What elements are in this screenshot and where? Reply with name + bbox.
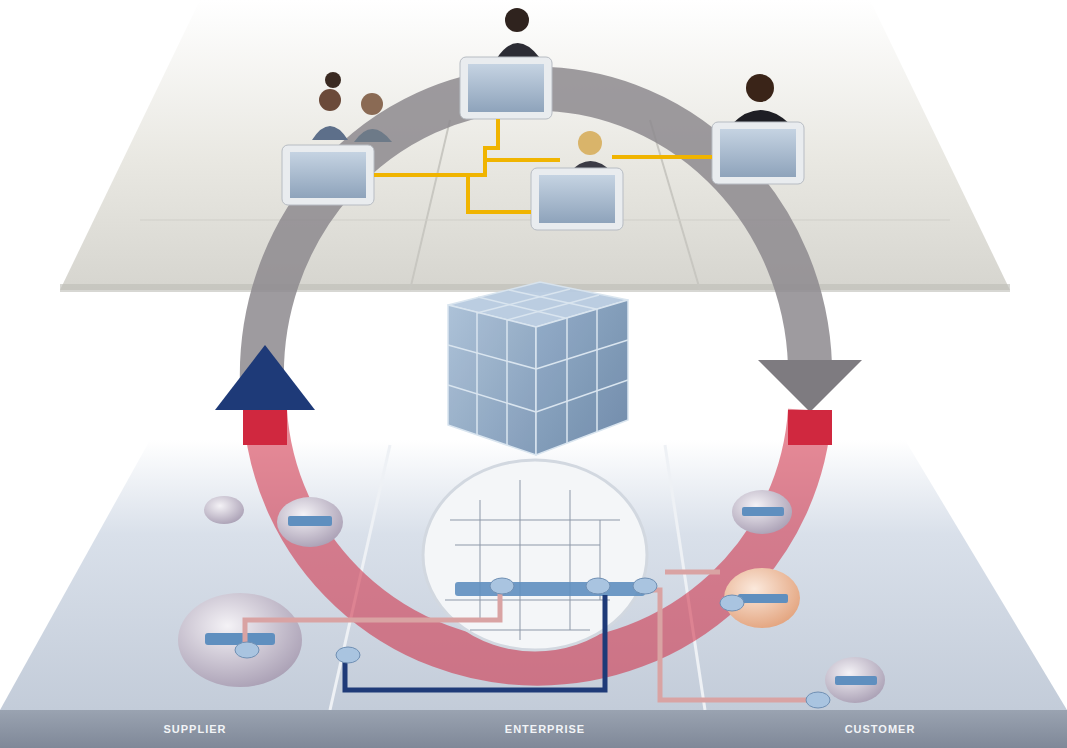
column-label: CUSTOMER xyxy=(845,723,916,735)
column-label: SUPPLIER xyxy=(163,723,226,735)
column-label: ENTERPRISE xyxy=(505,723,585,735)
